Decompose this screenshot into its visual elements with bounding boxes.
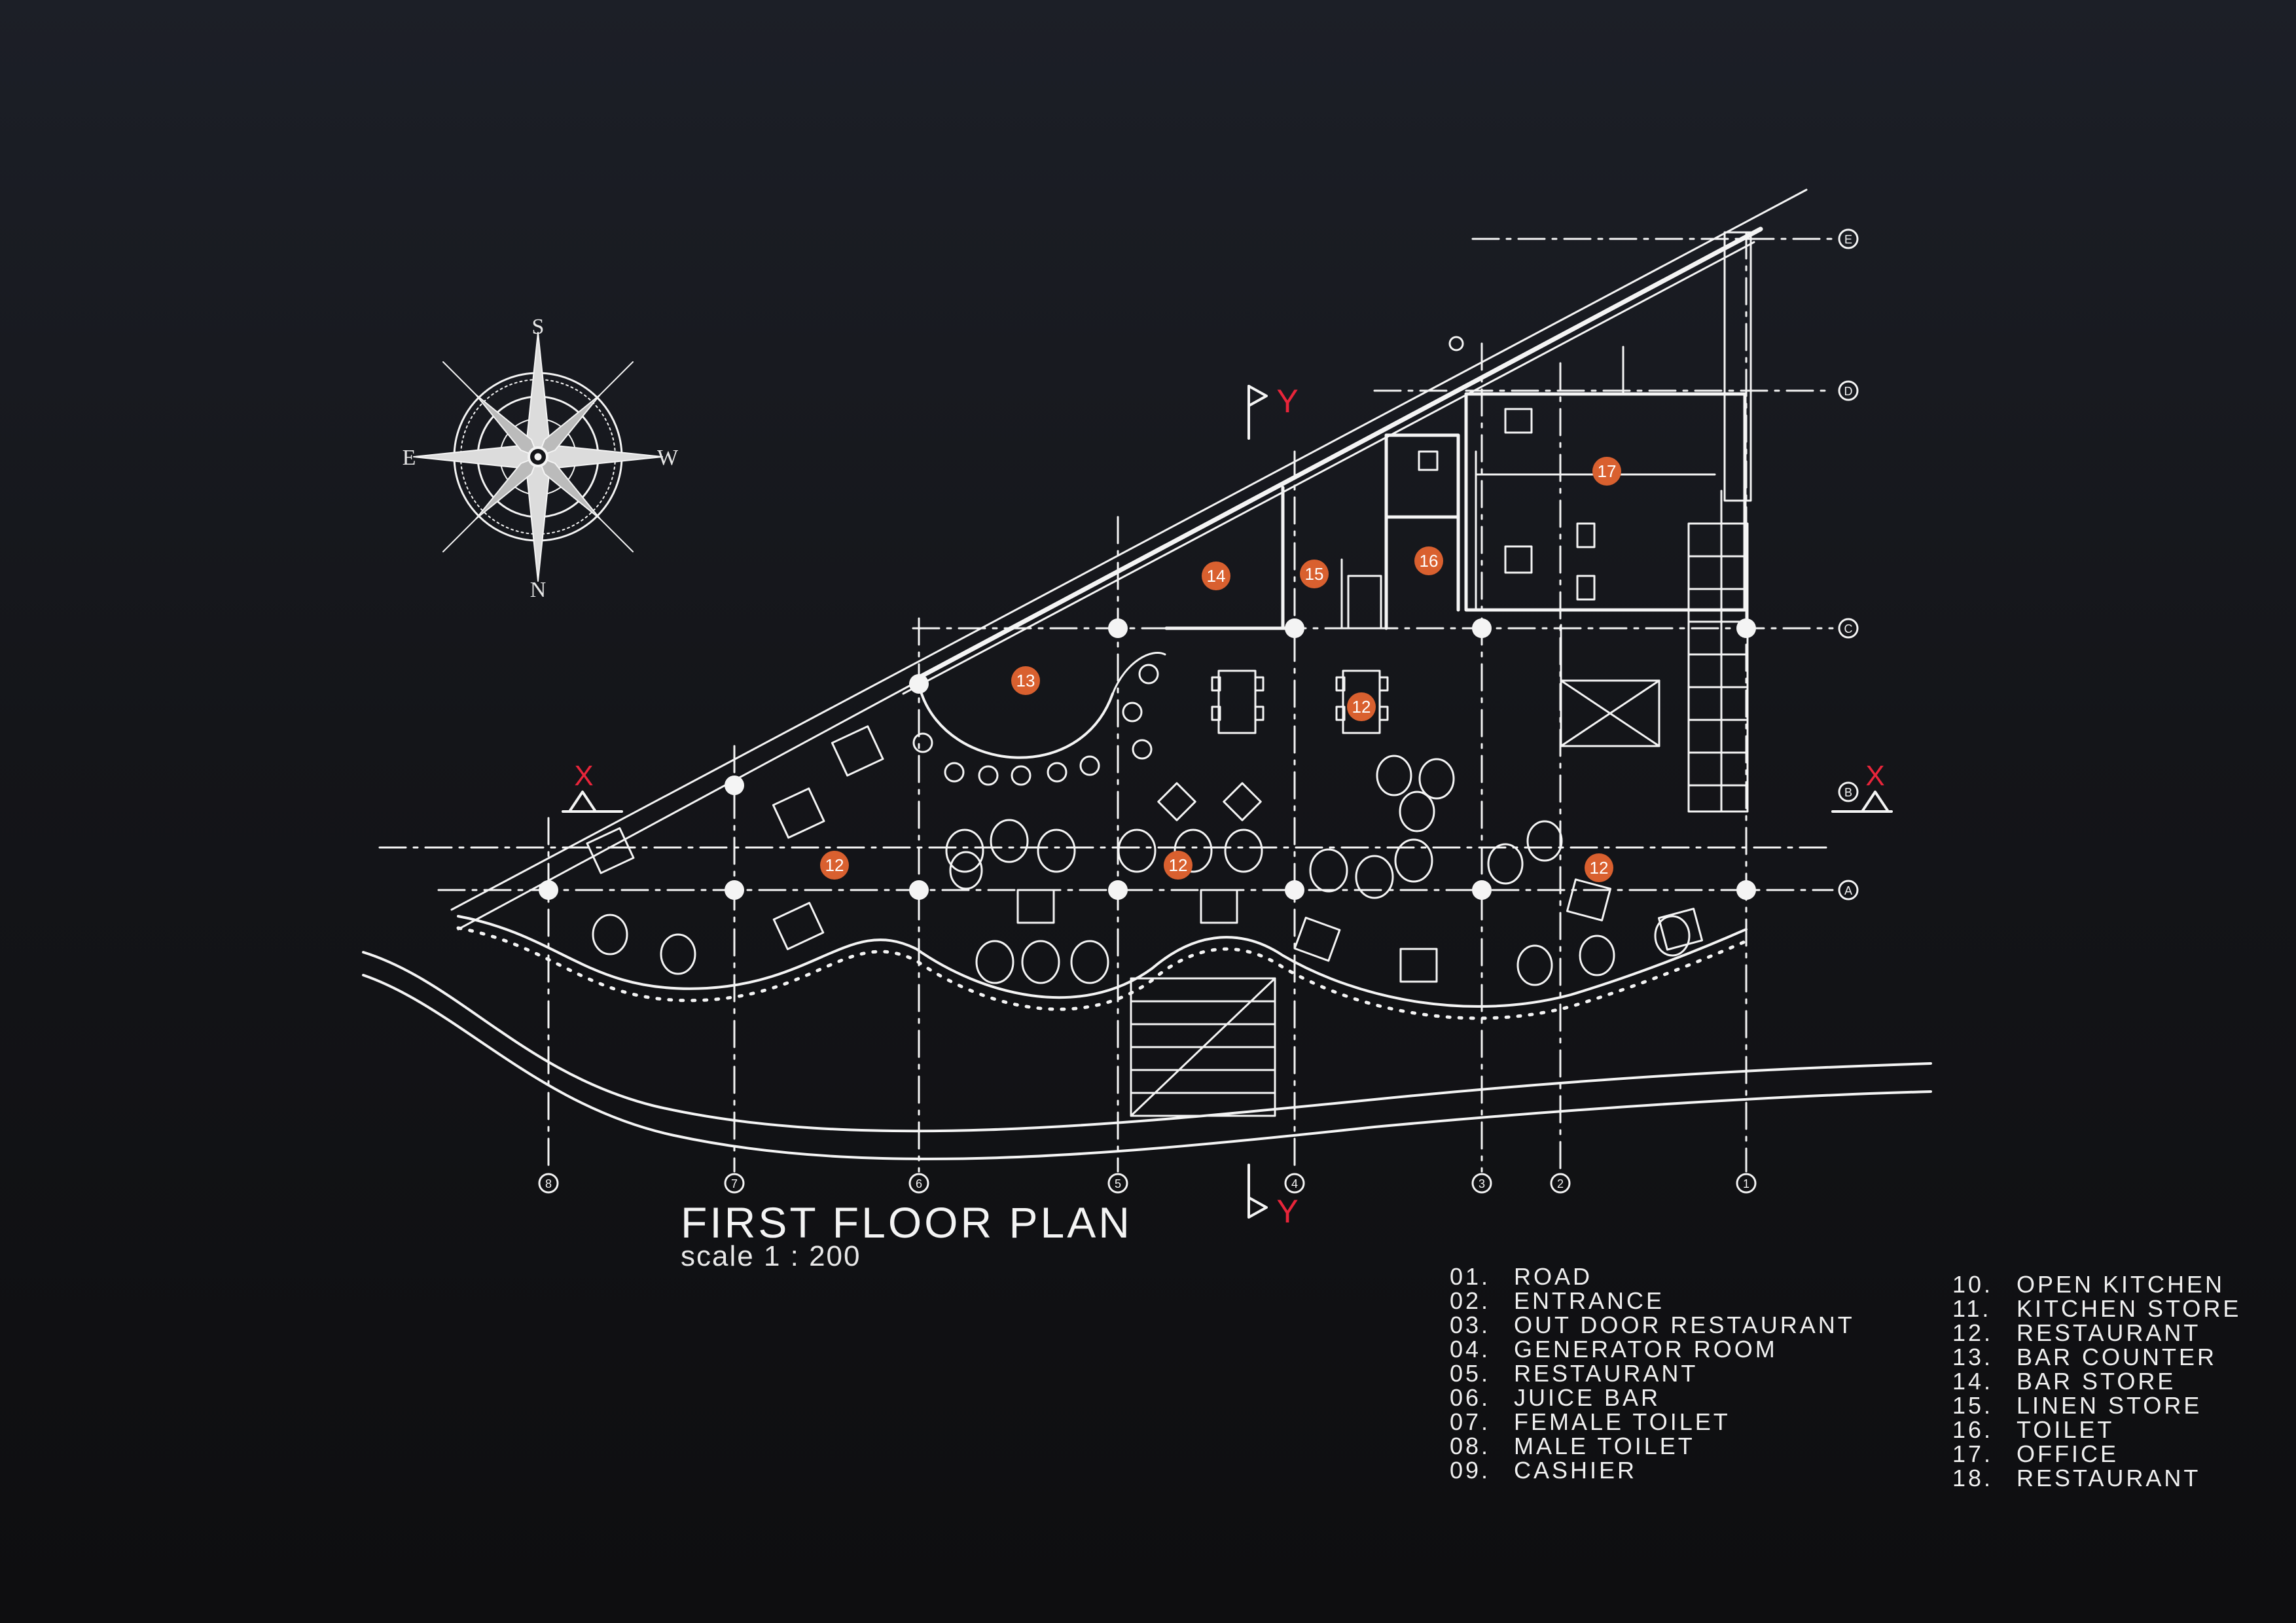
section-y-bottom-label: Y [1276, 1193, 1298, 1230]
legend-label: TOILET [2017, 1416, 2115, 1443]
wavy-railing [457, 915, 1748, 1008]
room-tag-dot [1164, 851, 1193, 880]
room-walls [1164, 231, 1752, 813]
legend-number: 04. [1450, 1336, 1491, 1363]
grid-label-col-2: 2 [1557, 1177, 1564, 1190]
legend-label: RESTAURANT [2017, 1319, 2201, 1346]
legend-number: 15. [1952, 1392, 1994, 1419]
room-tag-label: 17 [1598, 461, 1617, 481]
legend-number: 01. [1450, 1263, 1491, 1290]
legend-number: 07. [1450, 1408, 1491, 1435]
plan-scale: scale 1 : 200 [681, 1240, 861, 1272]
legend-label: RESTAURANT [2017, 1465, 2201, 1491]
room-tag-label: 12 [1590, 858, 1609, 878]
compass-label-bottom: N [530, 578, 547, 602]
grid-lines [378, 231, 1834, 1173]
legend-label: BAR COUNTER [2017, 1344, 2217, 1370]
legend-number: 06. [1450, 1384, 1491, 1411]
grid-label-col-6: 6 [916, 1177, 922, 1190]
legend-label: CASHIER [1514, 1457, 1638, 1484]
grid-label-row-e: E [1844, 233, 1852, 246]
compass-label-right: W [657, 446, 679, 470]
section-marker-y-bottom [1247, 1164, 1268, 1219]
legend-label: KITCHEN STORE [2017, 1295, 2242, 1322]
section-marker-x-left [562, 791, 623, 813]
legend-label: OUT DOOR RESTAURANT [1514, 1311, 1855, 1338]
square-tables [586, 408, 1704, 983]
grid-label-row-a: A [1844, 884, 1852, 897]
compass-rose [413, 332, 663, 582]
grid-label-row-d: D [1844, 385, 1853, 398]
grid-label-col-5: 5 [1115, 1177, 1121, 1190]
legend-label: JUICE BAR [1514, 1384, 1661, 1411]
room-tag-dot [1347, 692, 1376, 721]
legend-number: 17. [1952, 1440, 1994, 1467]
room-tag-dot [1011, 666, 1040, 695]
staircase-entrance [1130, 977, 1276, 1117]
legend-number: 03. [1450, 1311, 1491, 1338]
plan-title: FIRST FLOOR PLAN [681, 1198, 1132, 1247]
room-tag-label: 13 [1016, 671, 1035, 690]
legend-left: 01. ROAD 02. ENTRANCE 03. OUT DOOR RESTAURA… [1450, 1263, 1908, 1486]
legend-label: LINEN STORE [2017, 1392, 2202, 1419]
legend-label: RESTAURANT [1514, 1360, 1698, 1387]
room-tag-dot [1300, 560, 1329, 588]
legend-number: 05. [1450, 1360, 1491, 1387]
diagonal-facade-wall [450, 188, 1808, 931]
room-tag-dot [1592, 457, 1621, 486]
legend-label: MALE TOILET [1514, 1433, 1695, 1459]
room-tag-dot [1585, 853, 1613, 882]
compass-label-top: S [532, 315, 545, 339]
room-tag-label: 16 [1420, 551, 1439, 571]
legend-label: FEMALE TOILET [1514, 1408, 1731, 1435]
legend-right: 10. OPEN KITCHEN 11. KITCHEN STORE 12. REST… [1952, 1271, 2280, 1493]
legend-number: 02. [1450, 1287, 1491, 1314]
room-tag-dot [1414, 546, 1443, 575]
grid-label-row-b: B [1844, 786, 1852, 799]
section-marker-x-right [1831, 791, 1893, 813]
legend-number: 10. [1952, 1271, 1994, 1298]
section-y-top-label: Y [1276, 383, 1298, 419]
legend-label: OPEN KITCHEN [2017, 1271, 2225, 1298]
legend-label: OFFICE [2017, 1440, 2119, 1467]
bar-counter [920, 692, 1114, 759]
legend-number: 14. [1952, 1368, 1994, 1395]
room-tag-dot [820, 851, 849, 880]
room-tag-label: 12 [1169, 855, 1188, 875]
grid-label-col-1: 1 [1743, 1177, 1749, 1190]
section-marker-y-top [1247, 385, 1268, 440]
legend-label: BAR STORE [2017, 1368, 2176, 1395]
round-tables [592, 336, 1691, 986]
legend-number: 16. [1952, 1416, 1994, 1443]
room-tag-label: 14 [1207, 566, 1226, 586]
legend-label: ROAD [1514, 1263, 1593, 1290]
grid-label-col-7: 7 [731, 1177, 738, 1190]
legend-number: 13. [1952, 1344, 1994, 1370]
section-x-right-label: X [1865, 760, 1884, 792]
section-x-left-label: X [574, 760, 593, 792]
legend-number: 08. [1450, 1433, 1491, 1459]
legend-number: 18. [1952, 1465, 1994, 1491]
structural-columns [539, 618, 1756, 900]
compass-label-left: E [403, 446, 416, 470]
road [362, 951, 1932, 1160]
legend-label: ENTRANCE [1514, 1287, 1665, 1314]
legend-number: 12. [1952, 1319, 1994, 1346]
grid-label-row-c: C [1844, 622, 1853, 635]
room-tag-label: 12 [1352, 697, 1371, 717]
room-tag-label: 12 [825, 855, 844, 875]
legend-number: 11. [1952, 1295, 1992, 1322]
legend-number: 09. [1450, 1457, 1491, 1484]
grid-label-col-3: 3 [1479, 1177, 1485, 1190]
staircase-upper [1560, 522, 1749, 813]
grid-label-col-4: 4 [1291, 1177, 1298, 1190]
grid-bubbles [538, 228, 1859, 1194]
room-tag-label: 15 [1305, 564, 1324, 584]
grid-label-col-8: 8 [545, 1177, 552, 1190]
room-tag-dot [1202, 562, 1230, 590]
legend-label: GENERATOR ROOM [1514, 1336, 1778, 1363]
